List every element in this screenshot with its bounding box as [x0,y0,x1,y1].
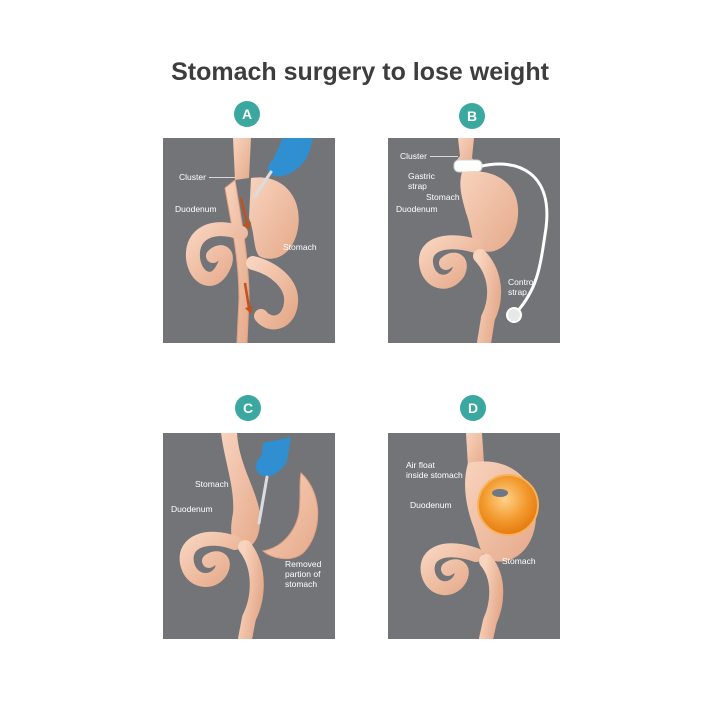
panel-d: Air float inside stomach Duodenum Stomac… [388,433,560,639]
label-stomach: Stomach [502,556,536,566]
control-port [506,307,522,323]
panel-c-illustration [179,433,319,639]
panel-c: Stomach Duodenum Removed partion of stom… [163,433,335,639]
label-control-strap: Control strap [508,277,536,297]
air-float-balloon [477,474,539,536]
stomach-shape [249,177,299,259]
cluster-leader-b [430,156,458,157]
scalpel-icon [253,170,273,198]
panel-a: Cluster Duodenum Stomach [163,138,335,343]
label-stomach: Stomach [283,242,317,252]
glove-icon [267,138,313,177]
label-duodenum: Duodenum [171,504,213,514]
label-cluster: Cluster [179,172,206,182]
badge-d: D [460,395,486,421]
panel-b-illustration [419,138,549,343]
label-air-float: Air float inside stomach [406,460,463,480]
label-stomach: Stomach [426,192,460,202]
badge-a: A [234,101,260,127]
label-duodenum: Duodenum [175,204,217,214]
badge-b: B [459,103,485,129]
label-removed: Removed partion of stomach [285,559,322,589]
label-stomach: Stomach [195,479,229,489]
panel-a-illustration [185,138,313,343]
label-duodenum: Duodenum [396,204,438,214]
label-duodenum: Duodenum [410,500,452,510]
panel-d-illustration [420,433,539,639]
page-title: Stomach surgery to lose weight [171,58,549,86]
glove-icon [255,437,291,477]
label-cluster: Cluster [400,151,427,161]
panel-b: Cluster Gastric strap Stomach Duodenum C… [388,138,560,343]
label-gastric-strap: Gastric strap [408,171,435,191]
cluster-leader-a [209,177,235,178]
gastric-strap [453,159,483,173]
removed-stomach-piece [261,472,319,560]
badge-c: C [235,395,261,421]
scalpel-icon [257,475,269,525]
